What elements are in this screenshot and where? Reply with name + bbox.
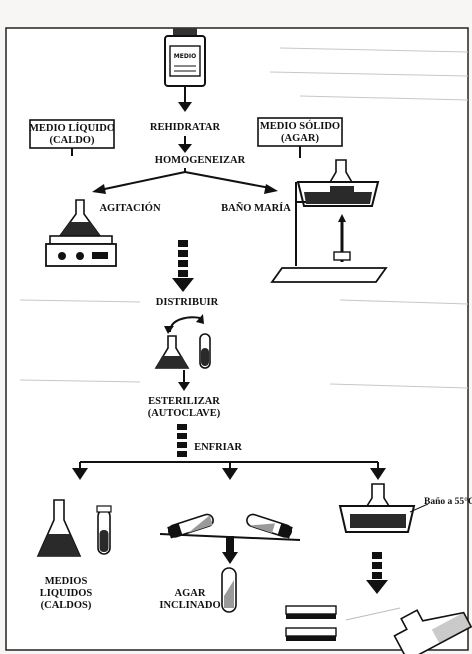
arrow-homogeneizar — [178, 136, 192, 153]
medio-liquido-box: MEDIO LÍQUIDO (CALDO) — [29, 119, 115, 149]
enfriar-label: ENFRIAR — [194, 442, 242, 453]
rehidratar-label: REHIDRATAR — [150, 122, 221, 133]
agitacion-label: AGITACIÓN — [99, 202, 160, 214]
enfriar-branch — [72, 461, 386, 480]
medio-solido-box: MEDIO SÓLIDO (AGAR) — [257, 117, 343, 147]
bano-55-label: Baño a 55°C — [424, 496, 472, 507]
slant-tubes-icon — [159, 513, 301, 613]
arrow-esterilizar — [178, 370, 190, 391]
broth-flask-tube-icon — [36, 499, 112, 557]
arrow-plates — [366, 552, 388, 594]
caldos-label: (CALDOS) — [41, 600, 92, 611]
magnetic-stirrer-icon — [45, 199, 117, 267]
medium-bottle-icon: MEDIO — [164, 28, 206, 87]
scan-artifacts — [19, 47, 469, 389]
homogeneizar-label: HOMOGENEIZAR — [155, 155, 246, 166]
petri-plates-icon — [285, 605, 337, 641]
distribuir-label: DISTRIBUIR — [156, 297, 219, 308]
medio-solido-sub: (AGAR) — [281, 133, 319, 144]
arrow-distribuir — [172, 240, 194, 292]
bath-55-icon — [338, 483, 429, 533]
esterilizar-label: ESTERILIZAR — [148, 396, 220, 407]
medio-liquido-label: MEDIO LÍQUIDO — [29, 122, 115, 134]
autoclave-label: (AUTOCLAVE) — [148, 408, 221, 419]
bano-maria-label: BAÑO MARÍA — [221, 202, 291, 214]
medio-solido-label: MEDIO SÓLIDO — [260, 120, 340, 132]
arrow-rehidratar — [178, 87, 192, 112]
medios-label: MEDIOS — [45, 576, 88, 587]
medio-liquido-sub: (CALDO) — [50, 135, 95, 146]
arrow-enfriar — [177, 424, 187, 457]
bottle-label: MEDIO — [174, 53, 196, 60]
split-arrows — [92, 168, 278, 194]
agar-label: AGAR — [175, 588, 206, 599]
pouring-flask-icon — [345, 607, 472, 654]
inclinado-label: INCLINADO — [159, 600, 220, 611]
liquidos-label: LIQUIDOS — [40, 588, 93, 599]
water-bath-icon — [270, 159, 388, 283]
distribute-glassware-icon — [154, 314, 211, 369]
